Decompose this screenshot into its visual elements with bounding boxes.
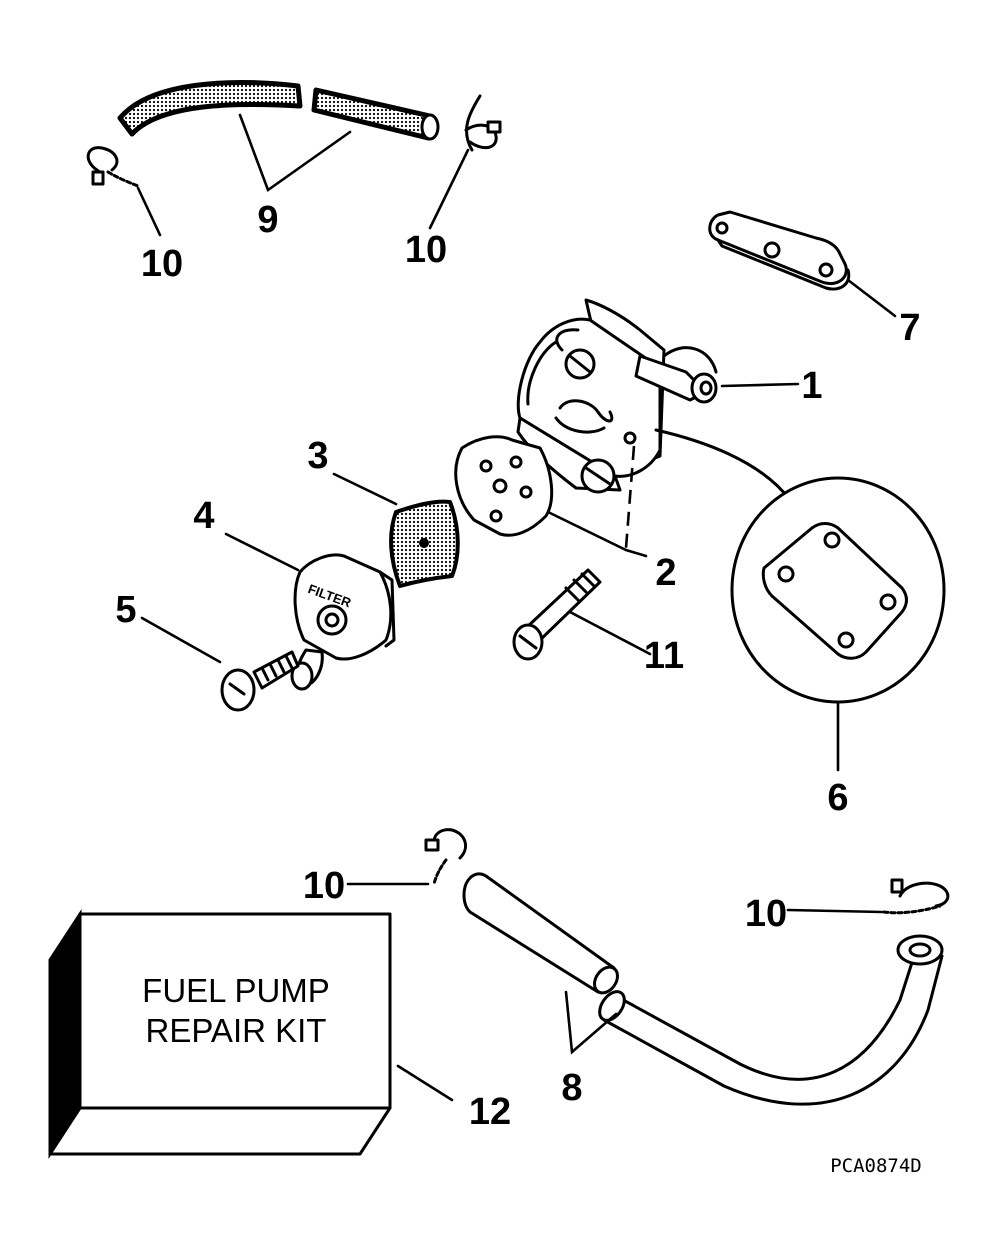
gasket-7 — [708, 210, 851, 291]
repair-kit-box-12 — [48, 908, 392, 1160]
kit-label-line2: REPAIR KIT — [146, 1012, 327, 1049]
leader-10b — [428, 148, 470, 230]
diaphragm-2 — [454, 435, 554, 537]
callout-1: 1 — [801, 365, 822, 407]
callout-10-bottom-left: 10 — [303, 865, 345, 907]
callout-8: 8 — [561, 1067, 582, 1109]
hose-8-right — [598, 934, 944, 1106]
hose-clip-bottom-left — [424, 828, 468, 886]
drawing-code: PCA0874D — [830, 1155, 922, 1177]
kit-label-line1: FUEL PUMP — [142, 972, 330, 1009]
hose-clip-bottom-right — [882, 878, 950, 915]
leader-10a — [136, 186, 162, 237]
screw-5 — [220, 650, 300, 712]
callout-9: 9 — [257, 199, 278, 241]
leader-3 — [332, 472, 398, 506]
callout-2: 2 — [655, 552, 676, 594]
screw-11 — [512, 568, 602, 661]
callout-12: 12 — [469, 1091, 511, 1133]
fuel-pump-body-1 — [516, 298, 792, 502]
hose-8-left — [462, 872, 619, 995]
hose-clip-top-left — [86, 146, 140, 188]
callout-10-bottom-right: 10 — [745, 893, 787, 935]
callout-10-top-left: 10 — [141, 243, 183, 285]
callout-4: 4 — [193, 495, 214, 537]
leader-11 — [568, 610, 652, 656]
callout-10-top-right: 10 — [405, 229, 447, 271]
leader-4 — [224, 532, 300, 572]
leader-1 — [720, 382, 800, 388]
callout-3: 3 — [307, 435, 328, 477]
hose-9-left — [117, 80, 303, 137]
leader-8 — [564, 990, 618, 1055]
callout-5: 5 — [115, 589, 136, 631]
callout-7: 7 — [899, 307, 920, 349]
alignment-line — [624, 445, 636, 549]
filter-screen-3 — [389, 499, 460, 588]
leader-10d — [786, 908, 884, 914]
leader-2 — [546, 510, 648, 558]
callout-11: 11 — [644, 635, 684, 677]
pump-gasket-6 — [730, 476, 946, 704]
filter-cover-4: FILTER — [290, 553, 396, 691]
leader-9 — [238, 113, 352, 193]
callout-6: 6 — [827, 777, 848, 819]
hose-9-right — [311, 87, 440, 141]
leader-5 — [140, 616, 222, 664]
leader-12 — [396, 1064, 454, 1102]
hose-clip-top-right — [464, 94, 502, 152]
leader-7 — [846, 278, 897, 318]
